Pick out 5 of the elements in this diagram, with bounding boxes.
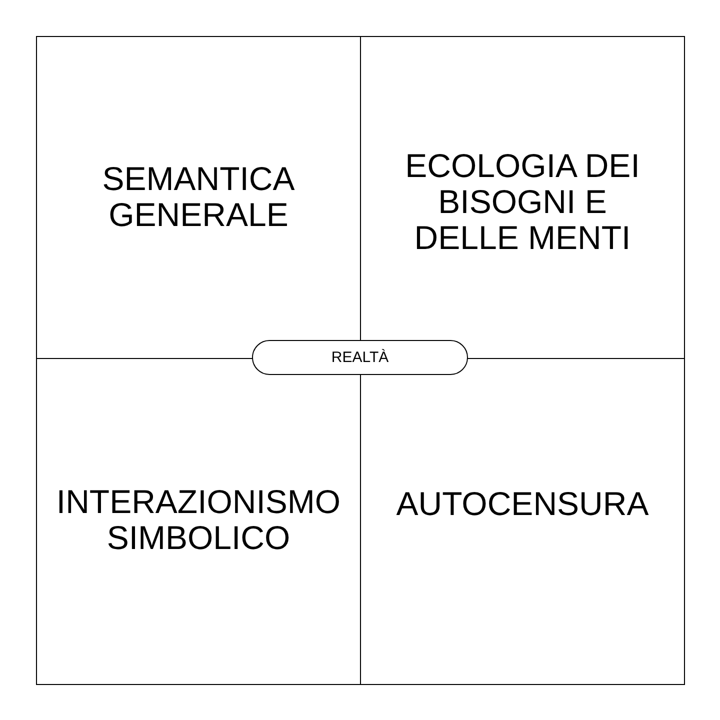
- quadrant-title: SEMANTICA GENERALE: [101, 161, 296, 233]
- quadrant-title: ECOLOGIA DEI BISOGNI E DELLE MENTI: [404, 148, 641, 256]
- center-label-pill: REALTÀ: [252, 340, 468, 375]
- quadrant-title: INTERAZIONISMO SIMBOLICO: [55, 484, 342, 556]
- quadrant-title: AUTOCENSURA: [395, 486, 650, 522]
